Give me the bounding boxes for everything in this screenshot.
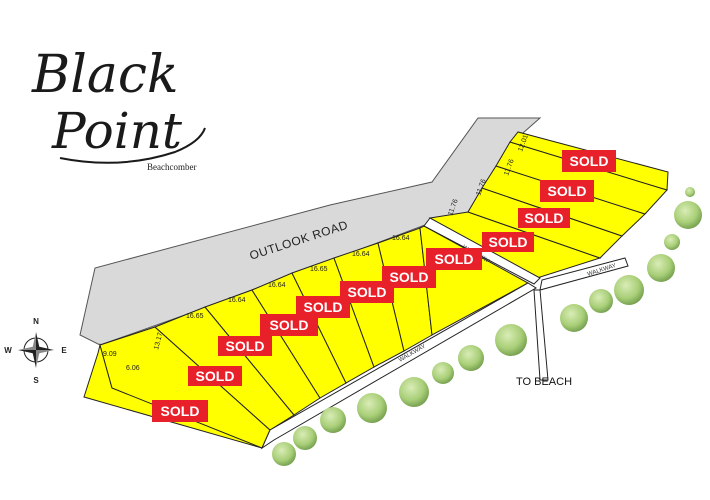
compass-needle-e-shade — [36, 350, 54, 354]
tree — [432, 362, 454, 384]
dim-l1: 13.17 — [153, 332, 164, 351]
svg-text:SOLD: SOLD — [304, 299, 343, 315]
tree — [357, 393, 387, 423]
compass-w: W — [4, 346, 12, 355]
sold-badge: SOLD — [382, 266, 436, 288]
tree — [647, 254, 675, 282]
logo-line-point: Point — [51, 102, 183, 160]
tree — [458, 345, 484, 371]
tree — [399, 377, 429, 407]
tree — [495, 324, 527, 356]
lot-dimensions: 9.09 6.06 13.17 16.65 16.64 16.64 16.65 … — [103, 134, 530, 372]
svg-text:SOLD: SOLD — [270, 317, 309, 333]
compass-needle-e — [36, 346, 54, 350]
logo-flourish — [59, 127, 206, 164]
dim-l2: 16.65 — [186, 313, 204, 320]
tree — [589, 289, 613, 313]
dim-l7: 16.64 — [392, 235, 410, 242]
logo-line-black: Black — [31, 45, 178, 105]
sold-badges: SOLD SOLD SOLD SOLD SOLD SOLD SOLD SOLD … — [152, 150, 616, 422]
sold-badge: SOLD — [152, 400, 208, 422]
lower-walkway — [260, 282, 537, 450]
beach-access-path — [533, 289, 549, 381]
sold-badge: SOLD — [188, 366, 242, 386]
svg-text:SOLD: SOLD — [489, 234, 528, 250]
tree — [685, 187, 695, 197]
tree — [674, 201, 702, 229]
brand-logo: Black Point Beachcomber — [31, 45, 206, 172]
sold-badge: SOLD — [482, 232, 534, 252]
svg-text:SOLD: SOLD — [226, 338, 265, 354]
sold-badge: SOLD — [260, 314, 318, 336]
sold-badge: SOLD — [340, 281, 394, 303]
compass-needle-w-shade — [18, 346, 36, 350]
dim-l5: 16.65 — [310, 266, 328, 273]
tree — [614, 275, 644, 305]
compass-rose: N S E W — [4, 317, 67, 385]
tree — [293, 426, 317, 450]
svg-text:SOLD: SOLD — [390, 269, 429, 285]
svg-text:SOLD: SOLD — [548, 183, 587, 199]
svg-text:SOLD: SOLD — [196, 368, 235, 384]
compass-needle-s-shade — [36, 350, 40, 368]
sold-badge: SOLD — [540, 180, 594, 202]
right-walkway — [539, 257, 629, 291]
dim-l6: 16.64 — [352, 251, 370, 258]
tree — [320, 407, 346, 433]
compass-s: S — [33, 376, 39, 385]
compass-n: N — [33, 317, 39, 326]
sold-badge: SOLD — [296, 296, 350, 318]
dim-west-a: 9.09 — [103, 351, 117, 358]
sold-badge: SOLD — [562, 150, 616, 172]
compass-needle-n-shade — [32, 332, 36, 350]
dim-west-b: 6.06 — [126, 365, 140, 372]
outlook-road — [79, 117, 542, 346]
svg-text:SOLD: SOLD — [570, 153, 609, 169]
dim-l3: 16.64 — [228, 297, 246, 304]
logo-subtitle: Beachcomber — [147, 162, 196, 172]
svg-text:SOLD: SOLD — [161, 403, 200, 419]
sold-badge: SOLD — [518, 208, 570, 228]
compass-needle-n — [36, 332, 40, 350]
svg-text:SOLD: SOLD — [525, 210, 564, 226]
svg-text:SOLD: SOLD — [435, 251, 474, 267]
compass-needle-w — [18, 350, 36, 354]
compass-needle-s — [32, 350, 36, 368]
trees — [272, 187, 702, 466]
compass-e: E — [61, 346, 67, 355]
tree — [664, 234, 680, 250]
tree — [272, 442, 296, 466]
sold-badge: SOLD — [426, 248, 482, 270]
sold-badge: SOLD — [218, 336, 272, 356]
dim-l4: 16.64 — [268, 282, 286, 289]
tree — [560, 304, 588, 332]
to-beach-label: TO BEACH — [516, 376, 572, 388]
svg-text:SOLD: SOLD — [348, 284, 387, 300]
